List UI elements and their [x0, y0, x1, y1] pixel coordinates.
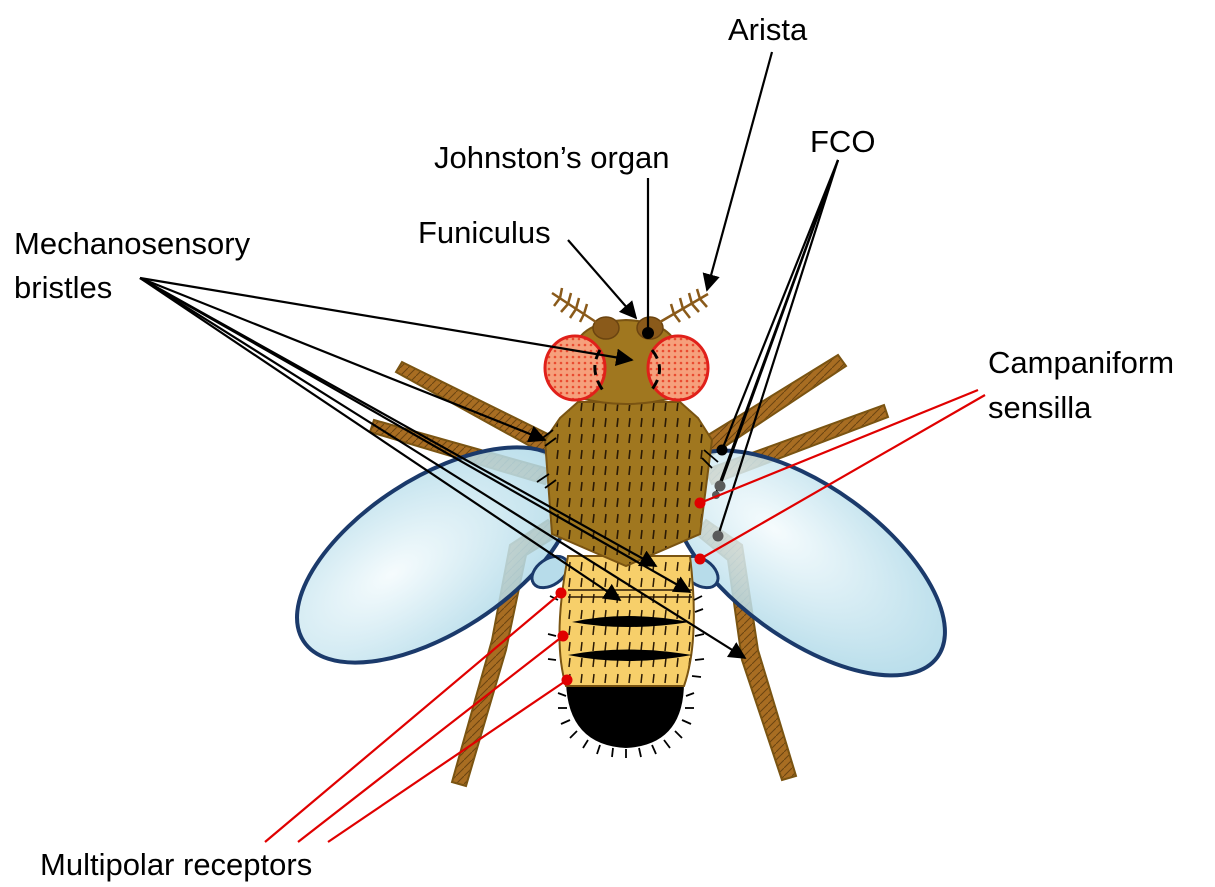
- leader-multi-3: [328, 680, 567, 842]
- label-fco: FCO: [810, 124, 875, 159]
- arista-left: [552, 288, 596, 322]
- leader-arista: [707, 52, 772, 290]
- leader-multi-2: [298, 636, 563, 842]
- arista-right: [660, 289, 708, 322]
- head: [545, 288, 708, 404]
- label-sensilla: sensilla: [988, 390, 1092, 425]
- leader-bristle-thorax: [140, 278, 545, 440]
- antenna-left-segment: [593, 317, 619, 339]
- label-multipolar-receptors: Multipolar receptors: [40, 847, 312, 882]
- label-arista: Arista: [728, 12, 808, 47]
- label-funiculus: Funiculus: [418, 215, 551, 250]
- abdomen-tip: [566, 682, 684, 748]
- eye-right: [648, 336, 708, 400]
- label-mechanosensory: Mechanosensory: [14, 226, 251, 261]
- label-johnstons-organ: Johnston’s organ: [434, 140, 670, 175]
- label-bristles: bristles: [14, 270, 112, 305]
- leader-campani-1: [700, 390, 978, 503]
- label-campaniform: Campaniform: [988, 345, 1174, 380]
- leader-funiculus: [568, 240, 636, 318]
